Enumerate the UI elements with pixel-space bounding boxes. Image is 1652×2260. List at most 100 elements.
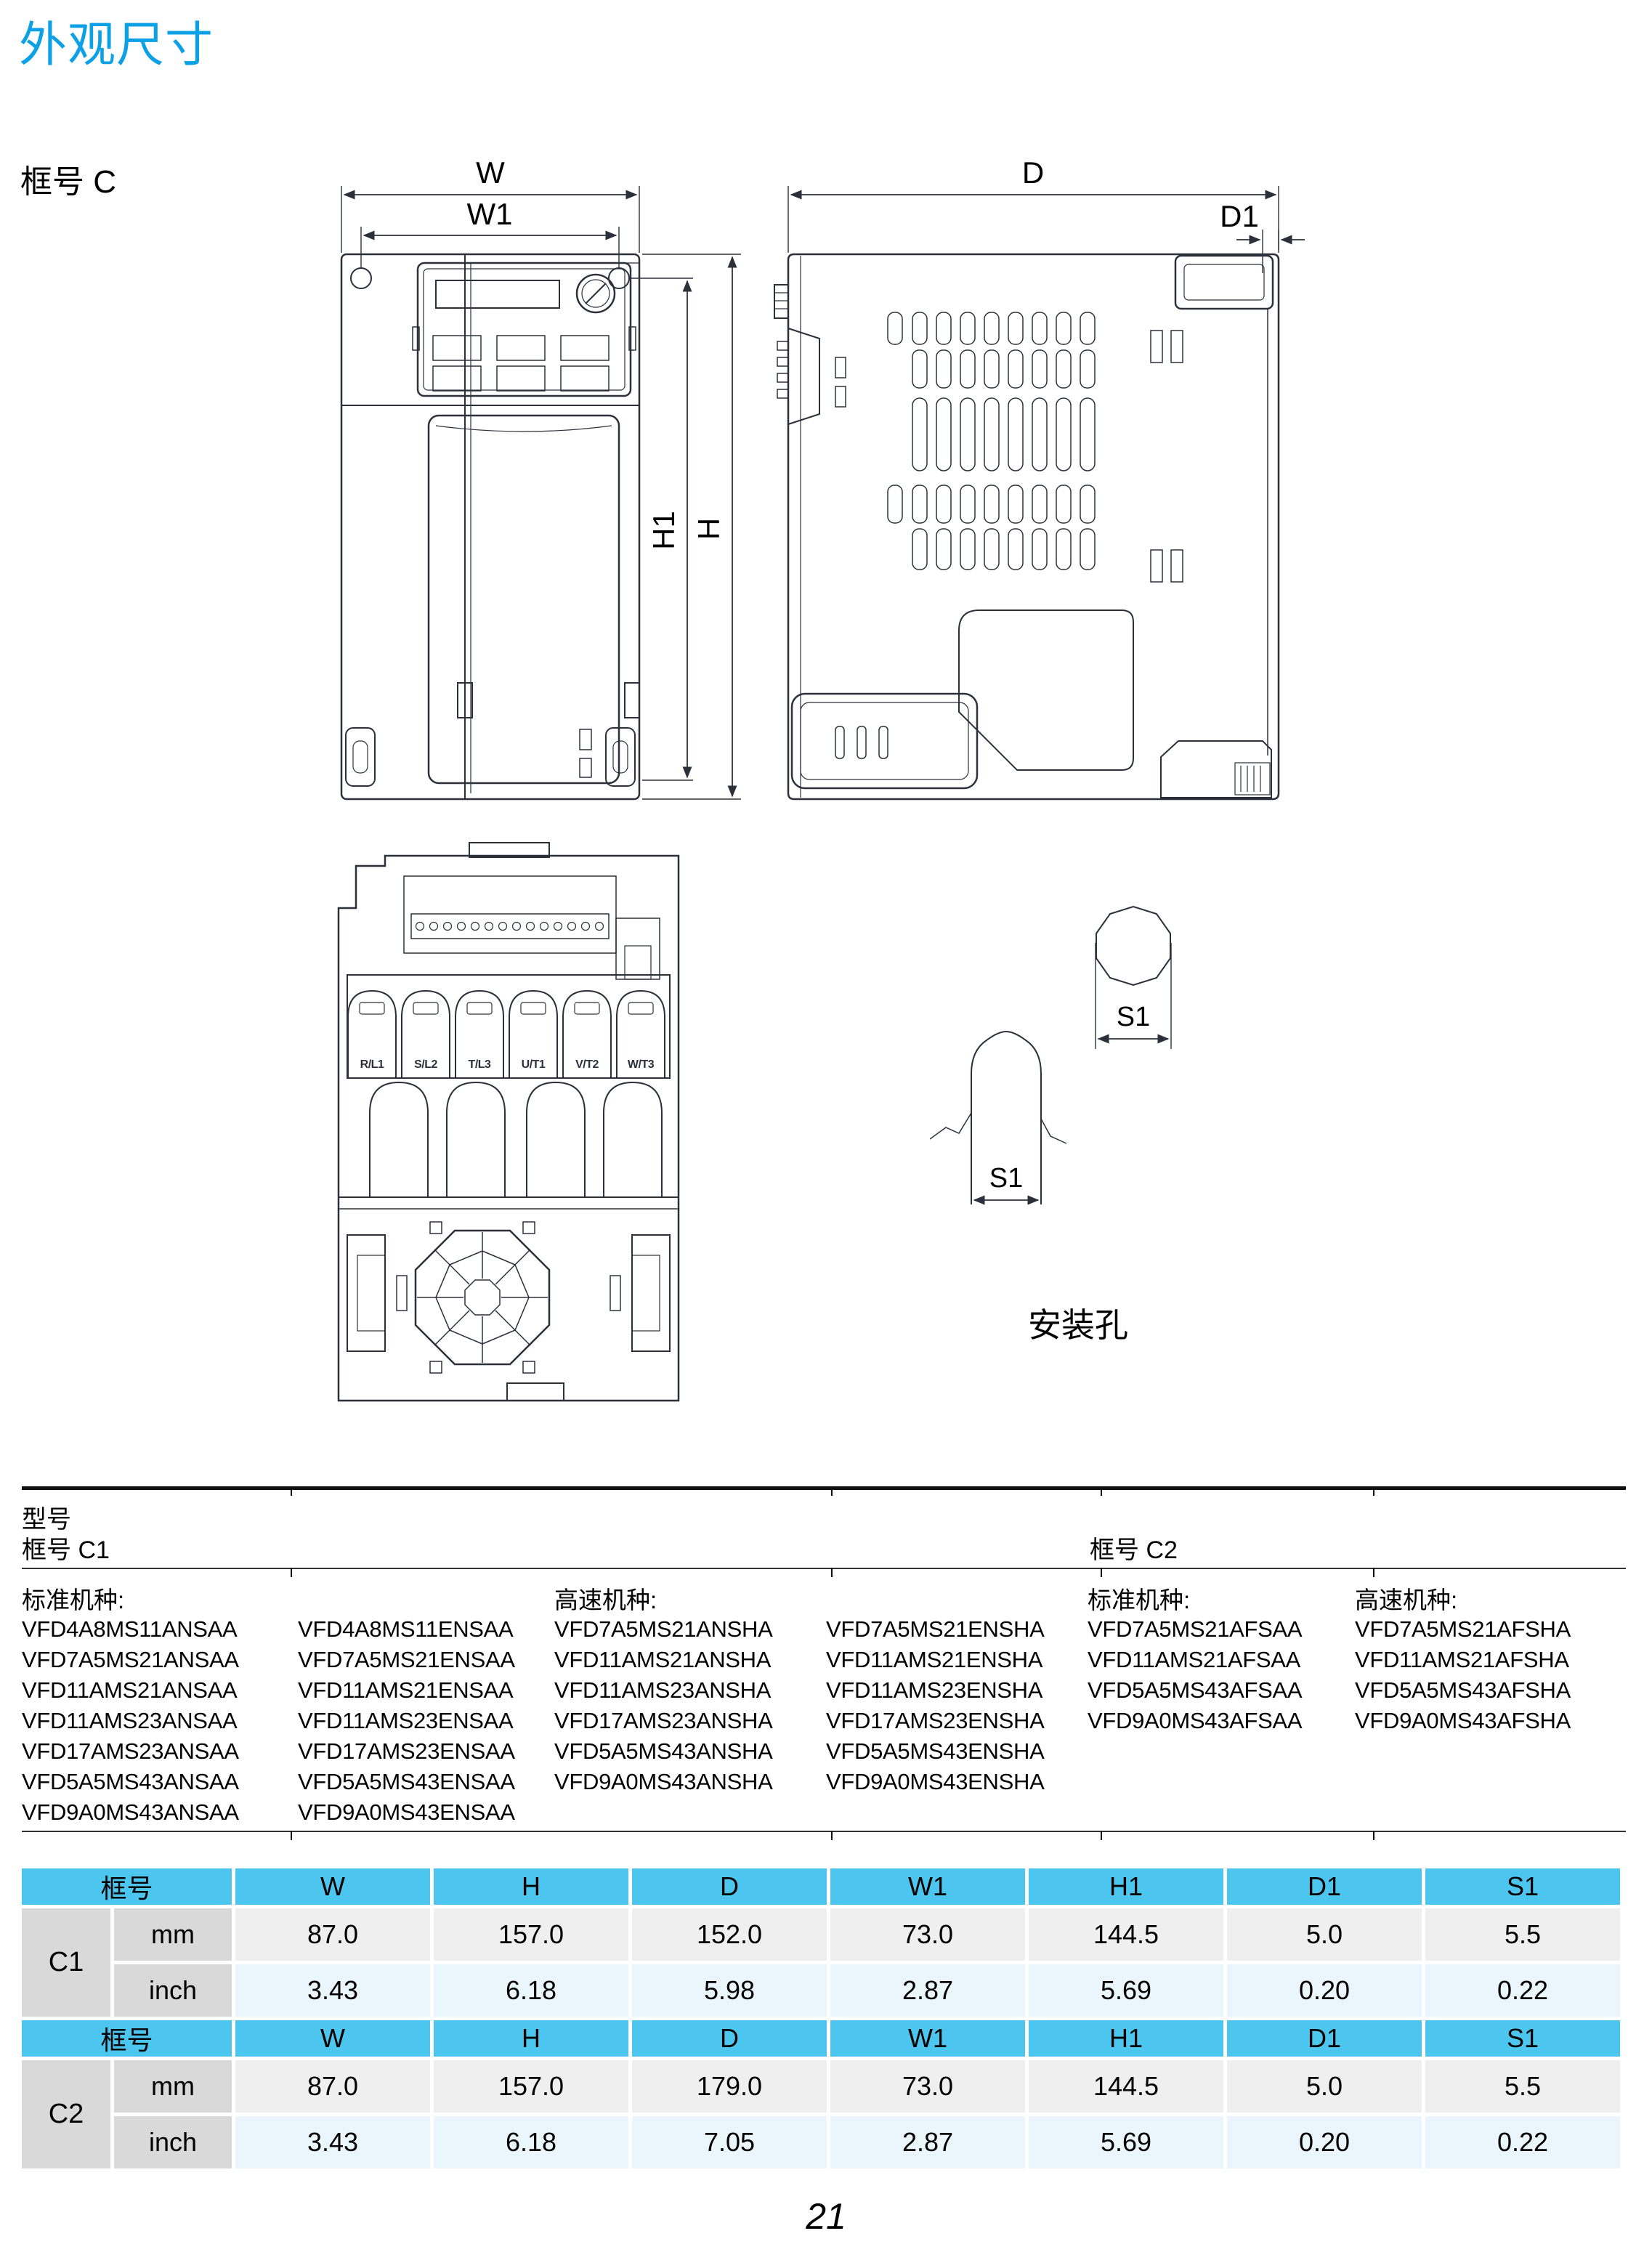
table-frame-c2: C2 <box>22 2060 110 2168</box>
model-number: VFD17AMS23ANSAA <box>22 1738 239 1764</box>
front-bottom-tabs <box>345 727 636 787</box>
model-number: VFD9A0MS43ANSHA <box>554 1769 773 1794</box>
side-top-rail <box>1174 254 1274 310</box>
c1-mm-d: 152.0 <box>632 1908 827 1961</box>
col-header-d1: D1 <box>1227 2020 1422 2057</box>
model-number: VFD7A5MS21ENSAA <box>298 1647 515 1672</box>
c1-mm-h: 157.0 <box>434 1908 628 1961</box>
power-terminals: R/L1 S/L2 T/L3 U/T1 V/T2 W/T3 <box>347 974 671 1197</box>
bottom-tab <box>506 1382 564 1401</box>
c2-inch-w1: 2.87 <box>830 2116 1025 2168</box>
side-clip-left <box>457 682 473 718</box>
model-number: VFD11AMS21ANSHA <box>554 1647 772 1672</box>
c2-mm-row: mm 87.0 157.0 179.0 73.0 144.5 5.0 5.5 <box>22 2060 1620 2113</box>
c1-inch-h1: 5.69 <box>1029 1964 1223 2017</box>
s1-circle-label: S1 <box>1117 1002 1150 1032</box>
model-number: VFD5A5MS43ENSAA <box>298 1769 515 1794</box>
c1-inch-row: inch 3.43 6.18 5.98 2.87 5.69 0.20 0.22 <box>22 1964 1620 2017</box>
c1-standard-col1: VFD4A8MS11ANSAA VFD7A5MS21ANSAA VFD11AMS… <box>22 1614 239 1828</box>
dim-label-d1: D1 <box>1220 199 1259 233</box>
side-outline <box>787 253 1280 801</box>
c2-mm-w1: 73.0 <box>830 2060 1025 2113</box>
table-header-row-c2: 框号 W H D W1 H1 D1 S1 <box>22 2020 1620 2057</box>
col-header-frame: 框号 <box>22 1868 232 1905</box>
c2-highspeed-col: VFD7A5MS21AFSHA VFD11AMS21AFSHA VFD5A5MS… <box>1355 1614 1571 1736</box>
side-access-panel <box>958 609 1134 771</box>
model-number: VFD11AMS23ENSAA <box>298 1708 514 1733</box>
col-header-d: D <box>632 2020 827 2057</box>
side-left-connector <box>774 284 846 425</box>
model-number: VFD9A0MS43AFSAA <box>1088 1708 1303 1733</box>
model-number: VFD4A8MS11ANSAA <box>22 1616 238 1642</box>
dim-label-d: D <box>1022 155 1044 190</box>
side-vent-slots <box>887 312 1096 570</box>
c2-inch-d: 7.05 <box>632 2116 827 2168</box>
c1-mm-w1: 73.0 <box>830 1908 1025 1961</box>
front-dimension-w: W <box>341 155 640 253</box>
c2-mm-d1: 5.0 <box>1227 2060 1422 2113</box>
model-number: VFD9A0MS43ANSAA <box>22 1799 239 1825</box>
c1-highspeed-label: 高速机种: <box>554 1587 657 1613</box>
c1-inch-d: 5.98 <box>632 1964 827 2017</box>
bottom-body: R/L1 S/L2 T/L3 U/T1 V/T2 W/T3 <box>337 842 680 1402</box>
col-header-h: H <box>434 1868 628 1905</box>
model-number: VFD9A0MS43ENSHA <box>826 1769 1045 1794</box>
model-number: VFD11AMS21ENSAA <box>298 1677 514 1703</box>
keypad-display <box>435 280 560 309</box>
bottom-outline <box>337 854 680 1402</box>
model-number: VFD5A5MS43ANSHA <box>554 1738 773 1764</box>
page-title: 外观尺寸 <box>19 17 214 71</box>
model-number: VFD17AMS23ENSHA <box>826 1708 1045 1733</box>
col-header-frame: 框号 <box>22 2020 232 2057</box>
c1-highspeed-col2: VFD7A5MS21ENSHA VFD11AMS21ENSHA VFD11AMS… <box>826 1614 1045 1797</box>
front-dimension-h1: H1 <box>629 278 693 781</box>
c1-inch-w1: 2.87 <box>830 1964 1025 2017</box>
rule-tick <box>291 1568 292 1577</box>
model-number: VFD11AMS23ANSHA <box>554 1677 772 1703</box>
model-number: VFD5A5MS43ENSHA <box>826 1738 1045 1764</box>
top-tab <box>469 842 550 858</box>
mounting-hole-detail: S1 S1 安装孔 <box>930 905 1172 1344</box>
side-terminal-cover <box>790 692 979 790</box>
rule-tick <box>291 1486 292 1496</box>
col-header-h1: H1 <box>1029 2020 1223 2057</box>
dim-label-h: H <box>692 518 726 540</box>
terminal-label: U/T1 <box>522 1058 546 1071</box>
s1-slot-label: S1 <box>989 1163 1023 1194</box>
c1-highspeed-col1: VFD7A5MS21ANSHA VFD11AMS21ANSHA VFD11AMS… <box>554 1614 773 1797</box>
c1-mm-h1: 144.5 <box>1029 1908 1223 1961</box>
c1-mm-s1: 5.5 <box>1425 1908 1620 1961</box>
col-header-w1: W1 <box>830 2020 1025 2057</box>
keypad-button <box>560 335 610 361</box>
section-divider-thin2 <box>22 1831 1626 1832</box>
model-number: VFD5A5MS43ANSAA <box>22 1769 239 1794</box>
c1-mm-w: 87.0 <box>235 1908 430 1961</box>
model-number: VFD7A5MS21ANSHA <box>554 1616 773 1642</box>
side-dimension-d: D <box>787 155 1279 253</box>
model-section-title: 型号 <box>22 1506 71 1534</box>
terminal-label: S/L2 <box>414 1058 437 1071</box>
side-bottom-foot <box>1160 740 1272 798</box>
front-body <box>340 253 641 801</box>
col-header-w: W <box>235 1868 430 1905</box>
front-dimension-h: H <box>642 254 741 800</box>
bottom-view-drawing: R/L1 S/L2 T/L3 U/T1 V/T2 W/T3 <box>337 842 680 1402</box>
col-header-d1: D1 <box>1227 1868 1422 1905</box>
c2-mm-d: 179.0 <box>632 2060 827 2113</box>
dim-label-w: W <box>476 155 505 190</box>
c1-inch-w: 3.43 <box>235 1964 430 2017</box>
col-header-d: D <box>632 1868 827 1905</box>
frame-c1-heading: 框号 C1 <box>22 1536 110 1564</box>
model-number: VFD9A0MS43ENSAA <box>298 1799 515 1825</box>
keypad-button <box>496 365 546 392</box>
terminal-label: R/L1 <box>360 1058 384 1071</box>
model-number: VFD5A5MS43AFSAA <box>1088 1677 1303 1703</box>
c2-mm-s1: 5.5 <box>1425 2060 1620 2113</box>
c2-standard-label: 标准机种: <box>1088 1587 1191 1613</box>
rule-tick <box>831 1568 833 1577</box>
model-number: VFD9A0MS43AFSHA <box>1355 1708 1571 1733</box>
rule-tick <box>1373 1568 1374 1577</box>
c2-mm-h: 157.0 <box>434 2060 628 2113</box>
col-header-h1: H1 <box>1029 1868 1223 1905</box>
section-divider-thin <box>22 1568 1626 1569</box>
